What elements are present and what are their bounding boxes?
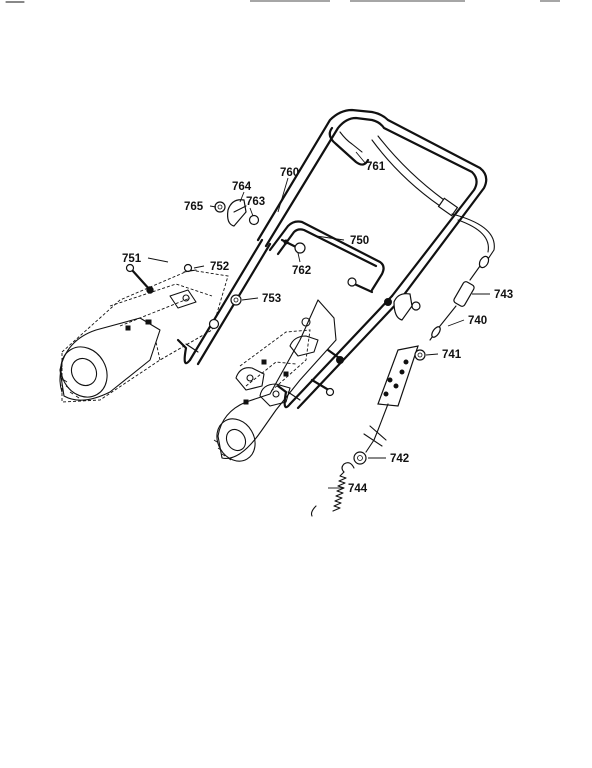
lower-handle bbox=[176, 220, 402, 410]
label-753: 753 bbox=[262, 293, 281, 305]
part-labels: 765 764 763 760 761 750 762 751 752 753 … bbox=[122, 161, 513, 495]
label-762: 762 bbox=[292, 265, 311, 277]
upper-handle bbox=[256, 108, 488, 302]
label-744: 744 bbox=[348, 483, 368, 495]
label-740: 740 bbox=[468, 315, 487, 327]
label-765: 765 bbox=[184, 201, 204, 213]
right-deck-bracket bbox=[213, 299, 344, 462]
label-761: 761 bbox=[366, 161, 386, 173]
left-deck-bracket bbox=[59, 263, 229, 403]
header-marks bbox=[5, 0, 560, 3]
label-763: 763 bbox=[246, 196, 265, 208]
mounting-hardware bbox=[183, 199, 421, 330]
label-760: 760 bbox=[280, 167, 299, 179]
leader-lines bbox=[147, 151, 490, 489]
label-750: 750 bbox=[350, 235, 369, 247]
label-764: 764 bbox=[232, 181, 252, 193]
control-cable bbox=[310, 213, 495, 517]
label-743: 743 bbox=[494, 289, 513, 301]
label-751: 751 bbox=[122, 253, 142, 265]
label-752: 752 bbox=[210, 261, 229, 273]
label-742: 742 bbox=[390, 453, 409, 465]
label-741: 741 bbox=[442, 349, 462, 361]
